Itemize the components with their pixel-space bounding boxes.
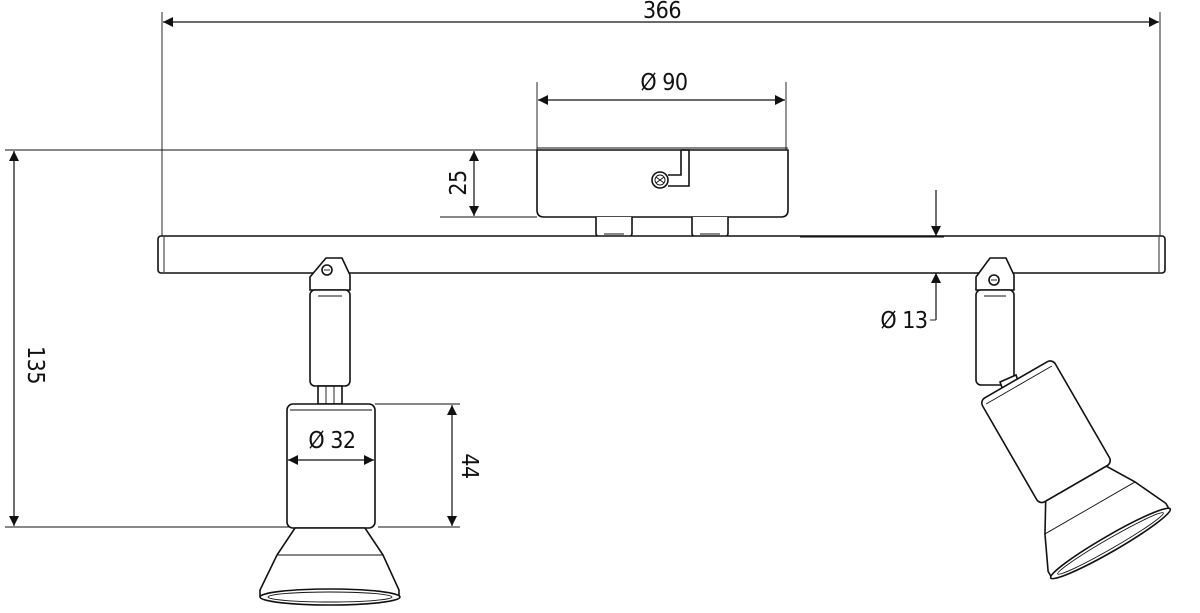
- spot-diameter-label: Ø 32: [308, 428, 355, 454]
- total-height-dimension: 135: [5, 149, 537, 528]
- right-spotlight: [975, 257, 1172, 580]
- light-bar: [157, 235, 1166, 274]
- overall-width-dimension: 366: [161, 0, 1161, 236]
- base-height-dimension: 25: [440, 151, 537, 218]
- ceiling-base: [536, 147, 789, 249]
- base-diameter-label: Ø 90: [640, 70, 687, 96]
- spot-height-dimension: 44: [375, 403, 482, 528]
- bar-diameter-dimension: Ø 13: [880, 190, 941, 334]
- base-diameter-dimension: Ø 90: [536, 70, 787, 150]
- left-spotlight: [259, 257, 401, 606]
- spot-height-label: 44: [456, 453, 482, 478]
- bar-diameter-label: Ø 13: [880, 308, 927, 334]
- base-height-label: 25: [446, 170, 472, 195]
- spot-diameter-dimension: Ø 32: [288, 428, 374, 465]
- total-height-label: 135: [22, 346, 48, 384]
- overall-width-label: 366: [643, 0, 681, 24]
